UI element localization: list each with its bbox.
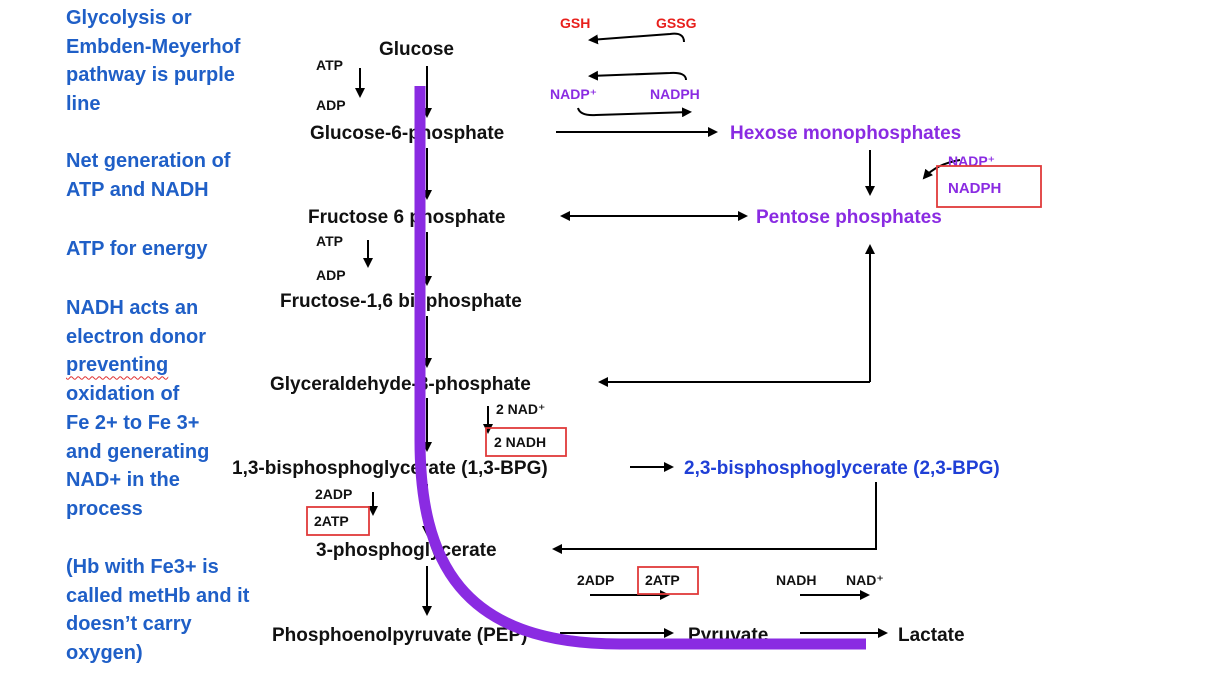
label-2adp-b: 2ADP: [577, 572, 614, 588]
shunt-labels: Hexose monophosphates Pentose phosphates…: [684, 123, 1000, 479]
box-2nadh: [485, 427, 567, 457]
box-2atp: [306, 506, 370, 536]
label-2atp: 2ATP: [314, 513, 349, 529]
label-nadph-side: NADPH: [948, 180, 1001, 197]
label-nad-b: NAD⁺: [846, 572, 884, 588]
label-2adp: 2ADP: [315, 486, 352, 502]
label-nad: 2 NAD⁺: [496, 401, 545, 417]
label-2nadh: 2 NADH: [494, 434, 546, 450]
label-pep: Phosphoenolpyruvate (PEP): [272, 625, 527, 646]
label-gsh: GSH: [560, 15, 590, 31]
label-adp2: ADP: [316, 267, 346, 283]
box-nadph-side: [936, 165, 1042, 208]
label-bpg13: 1,3-bisphosphoglycerate (1,3-BPG): [232, 458, 548, 479]
label-adp1: ADP: [316, 97, 346, 113]
arrow-nadp-nadph: [577, 107, 692, 118]
label-g3p: Glyceraldehyde-3-phosphate: [270, 374, 531, 395]
arrow-bpg23-pg3: [552, 482, 877, 554]
note-atp-energy: ATP for energy: [66, 238, 208, 260]
highlight-boxes: [306, 165, 1042, 595]
glutathione-labels: GSH GSSG: [560, 15, 697, 31]
purple-glycolysis-line: [414, 86, 866, 650]
label-gssg: GSSG: [656, 15, 697, 31]
cofactor-labels: ATP ADP ATP ADP 2 NAD⁺ 2ADP 2ADP NADH NA…: [315, 57, 884, 588]
label-atp1: ATP: [316, 57, 343, 73]
label-bpg23: 2,3-bisphosphoglycerate (2,3-BPG): [684, 458, 1000, 479]
label-nadph-top: NADPH: [650, 86, 700, 102]
label-glucose: Glucose: [379, 39, 454, 60]
label-nadp-top: NADP⁺: [550, 86, 597, 102]
arrow-gssg-gsh: [588, 32, 685, 45]
label-nadh-b: NADH: [776, 572, 816, 588]
label-f16bp: Fructose-1,6 bisphosphate: [280, 291, 522, 312]
label-pentose: Pentose phosphates: [756, 207, 942, 228]
pathway-labels: Glucose Glucose-6-phosphate Fructose 6 p…: [232, 39, 965, 646]
label-g6p: Glucose-6-phosphate: [310, 123, 504, 144]
label-atp2: ATP: [316, 233, 343, 249]
glycolysis-arrows: [355, 32, 961, 638]
nadp-labels: NADP⁺ NADPH NADP⁺: [550, 86, 995, 169]
label-f6p: Fructose 6 phosphate: [308, 207, 505, 228]
label-nadp-side: NADP⁺: [948, 153, 995, 169]
label-2atp-b: 2ATP: [645, 572, 680, 588]
label-pg3: 3-phosphoglycerate: [316, 540, 497, 561]
label-lactate: Lactate: [898, 625, 965, 646]
arrow-nadph-nadp: [588, 70, 687, 81]
box-2atp-b: [637, 566, 699, 595]
label-hexose: Hexose monophosphates: [730, 123, 961, 144]
